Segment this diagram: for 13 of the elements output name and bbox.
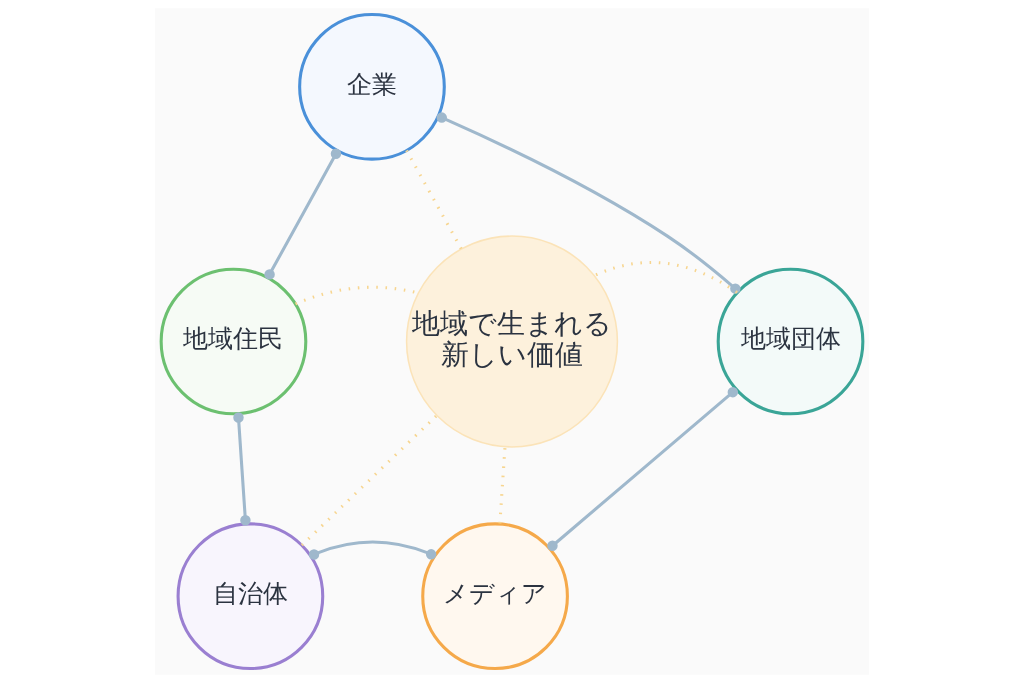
connector — [300, 414, 438, 547]
connector — [308, 540, 437, 560]
connector — [264, 148, 342, 280]
connector — [547, 386, 739, 551]
connector — [405, 149, 463, 250]
connector — [436, 112, 741, 294]
connector — [498, 446, 507, 524]
connector — [233, 412, 251, 526]
node-circle: 自治体 — [176, 522, 325, 671]
node-circle: メディア — [421, 522, 569, 671]
node-circle: 地域団体 — [716, 267, 865, 416]
connector — [594, 261, 738, 294]
node-circle: 地域で生まれる新しい価値 — [405, 235, 619, 448]
